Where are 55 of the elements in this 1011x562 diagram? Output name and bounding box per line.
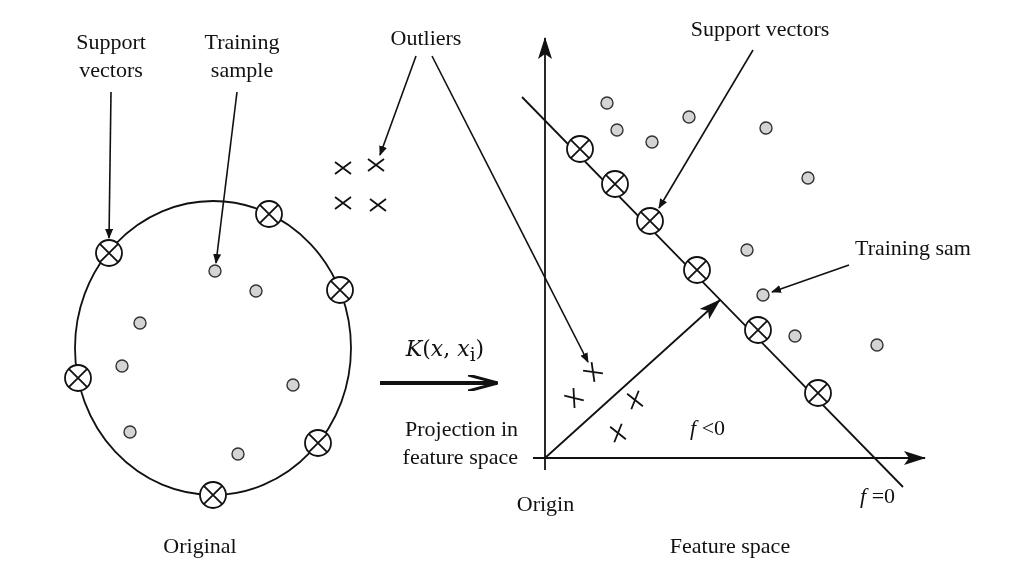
sample-dot bbox=[249, 284, 263, 298]
sample-dot bbox=[231, 447, 245, 461]
sample-dot bbox=[682, 110, 696, 124]
region-label: f <0 bbox=[690, 414, 727, 442]
sample-dot bbox=[645, 135, 659, 149]
panel-caption: Original bbox=[162, 532, 238, 560]
support-vector-marker bbox=[64, 364, 92, 392]
sample-dot bbox=[801, 171, 815, 185]
sample-dot bbox=[208, 264, 222, 278]
support-vector-marker bbox=[304, 429, 332, 457]
sample-dot bbox=[756, 288, 770, 302]
sample-dot bbox=[788, 329, 802, 343]
support-vector-marker bbox=[566, 135, 594, 163]
outlier-mark bbox=[563, 387, 585, 409]
support-vector-marker bbox=[683, 256, 711, 284]
panel-caption: Feature space bbox=[668, 532, 792, 560]
callout-label: Support vectors bbox=[665, 15, 855, 43]
outlier-mark bbox=[369, 198, 387, 212]
callout-label: Training sam bbox=[855, 234, 1005, 262]
leader-line bbox=[771, 264, 850, 293]
outlier-mark bbox=[609, 422, 627, 444]
support-vector-marker bbox=[744, 316, 772, 344]
outlier-mark bbox=[582, 361, 604, 383]
sample-dot bbox=[870, 338, 884, 352]
sample-dot bbox=[600, 96, 614, 110]
sample-dot bbox=[286, 378, 300, 392]
outlier-mark bbox=[367, 158, 385, 172]
support-vector-marker bbox=[255, 200, 283, 228]
callout-label: Outliers bbox=[378, 24, 474, 52]
callout-label: Training sample bbox=[192, 28, 292, 84]
leader-line bbox=[105, 91, 114, 239]
hyperplane-label: f =0 bbox=[860, 482, 897, 510]
leader-line bbox=[379, 55, 417, 156]
leader-line bbox=[431, 55, 589, 363]
outlier-mark bbox=[334, 196, 352, 210]
support-vector-marker bbox=[601, 170, 629, 198]
sample-dot bbox=[740, 243, 754, 257]
support-vector-marker bbox=[95, 239, 123, 267]
support-vector-marker bbox=[326, 276, 354, 304]
callout-label: Support vectors bbox=[62, 28, 160, 84]
sample-dot bbox=[123, 425, 137, 439]
sample-dot bbox=[115, 359, 129, 373]
leader-line bbox=[213, 91, 238, 264]
outlier-mark bbox=[334, 161, 352, 175]
sample-dot bbox=[610, 123, 624, 137]
formula-label: K(x, x$_{i}$) bbox=[404, 335, 486, 368]
axis-label: Origin bbox=[515, 490, 576, 518]
support-vector-marker bbox=[199, 481, 227, 509]
support-vector-marker bbox=[804, 379, 832, 407]
sample-dot bbox=[133, 316, 147, 330]
support-vector-marker bbox=[636, 207, 664, 235]
leader-line bbox=[658, 49, 754, 209]
outlier-mark bbox=[626, 389, 644, 411]
sample-dot bbox=[759, 121, 773, 135]
caption-text: Projection in feature space bbox=[401, 415, 518, 471]
